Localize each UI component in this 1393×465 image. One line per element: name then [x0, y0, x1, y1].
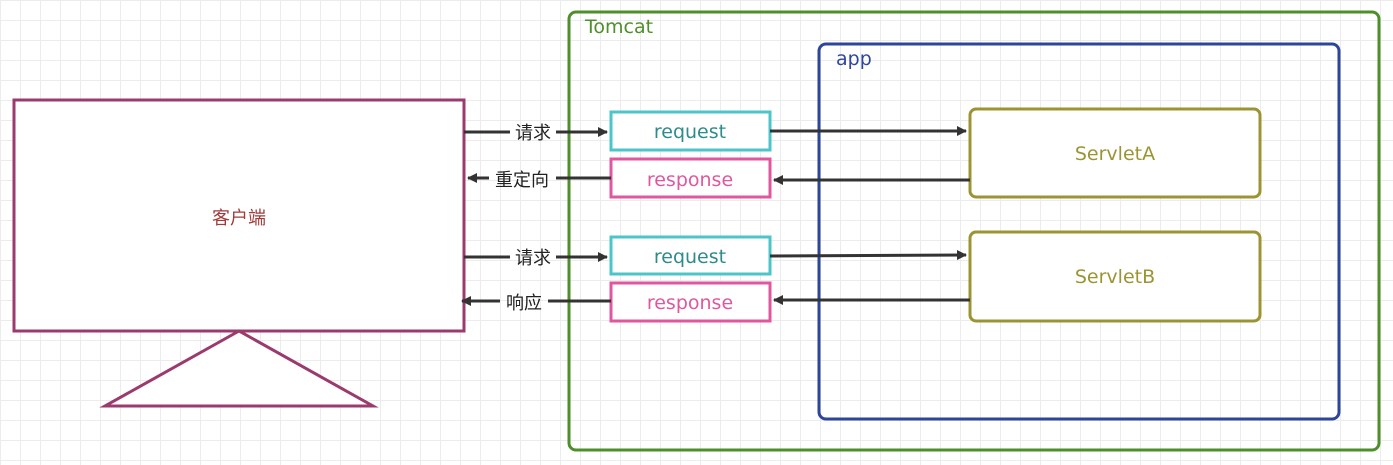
app-label: app [836, 48, 872, 70]
request-box-1: request [609, 110, 772, 152]
tomcat-box [567, 10, 1381, 452]
request-arrow-label-1: 请求 [515, 123, 551, 144]
tomcat-container: Tomcat [567, 10, 1381, 452]
app-box [817, 42, 1341, 421]
response-box-1: response [609, 157, 772, 199]
request-label-2: request [654, 246, 726, 268]
client-label: 客户端 [212, 208, 266, 229]
servlet-a: ServletA [968, 107, 1262, 199]
request-box-2: request [609, 235, 772, 276]
servlet-b-label: ServletB [1075, 266, 1155, 288]
arrow-response-to-client: 响应 [461, 293, 611, 314]
arrow-client-request-2: 请求 [464, 248, 608, 269]
tomcat-label: Tomcat [584, 16, 653, 38]
arrow-redirect-to-client: 重定向 [467, 170, 611, 191]
response-arrow-label: 响应 [506, 293, 542, 314]
response-label-1: response [647, 169, 733, 191]
servlet-b-box [968, 230, 1262, 323]
redirect-arrow-label: 重定向 [495, 170, 549, 191]
response-label-2: response [647, 292, 733, 314]
request-arrow-label-2: 请求 [515, 248, 551, 269]
response-box-2: response [609, 281, 772, 323]
arrow-client-request-1: 请求 [464, 123, 608, 144]
servlet-a-box [968, 107, 1262, 199]
app-container: app [817, 42, 1341, 421]
servlet-a-label: ServletA [1075, 143, 1155, 165]
client-stand [99, 329, 379, 408]
servlet-b: ServletB [968, 230, 1262, 323]
arrow-request-2-to-servlet-b [769, 250, 967, 261]
request-label-1: request [654, 121, 726, 143]
client-monitor: 客户端 [12, 98, 466, 408]
